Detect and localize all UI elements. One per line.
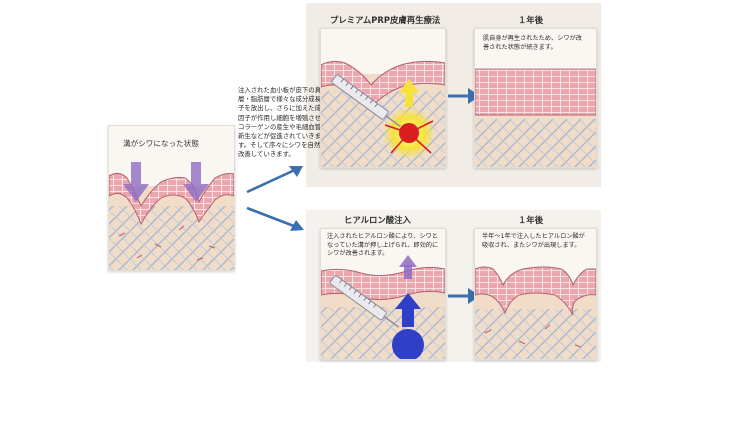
prp-treatment-panel (320, 28, 446, 168)
hyaluronic-skin-illustration (321, 255, 445, 359)
prp-description: 注入された血小板が皮下の真皮層・脂肪層で様々な成分成長因子を放出し、さらに加えた… (238, 86, 328, 159)
prp-after-skin-illustration (475, 68, 596, 167)
hyaluronic-deposit-icon (392, 329, 424, 359)
hyaluronic-after-note: 半年〜1年で注入したヒアルロン酸が吸収され、またシワが出現します。 (482, 233, 585, 249)
push-down-arrow-left-icon (123, 184, 149, 202)
regeneration-up-arrow-icon (399, 79, 419, 93)
hyaluronic-title: ヒアルロン酸注入 (344, 215, 411, 225)
prp-after-title: １年後 (518, 15, 544, 25)
hyaluronic-after-skin-illustration (475, 266, 596, 359)
hyaluronic-after-panel: 半年〜1年で注入したヒアルロン酸が吸収され、またシワが出現します。 (474, 228, 597, 360)
prp-skin-illustration (321, 60, 445, 167)
prp-title: プレミアムPRP皮膚再生療法 (330, 15, 441, 25)
initial-skin-illustration (109, 162, 234, 270)
hyaluronic-description: 注入されたヒアルロン酸により、シワとなっていた溝が押し上げられ、即効的にシワが改… (327, 233, 439, 258)
arrow-up-right-icon (289, 166, 303, 177)
hyaluronic-treatment-panel: 注入されたヒアルロン酸により、シワとなっていた溝が押し上げられ、即効的にシワが改… (320, 228, 446, 360)
filler-push-arrow-icon (395, 293, 421, 309)
prp-after-panel: 肌自身が再生されたため、シワが改善された状態が続きます。 (474, 28, 597, 168)
lift-up-arrow-icon (399, 255, 417, 267)
arrow-down-right-icon (290, 220, 304, 231)
branch-arrows (246, 166, 304, 231)
initial-state-panel: 溝がシワになった状態 (108, 125, 235, 271)
initial-state-label: 溝がシワになった状態 (123, 139, 199, 148)
hyaluronic-after-title: １年後 (518, 215, 544, 225)
push-down-arrow-right-icon (183, 184, 209, 202)
prp-after-note: 肌自身が再生されたため、シワが改善された状態が続きます。 (483, 35, 582, 51)
